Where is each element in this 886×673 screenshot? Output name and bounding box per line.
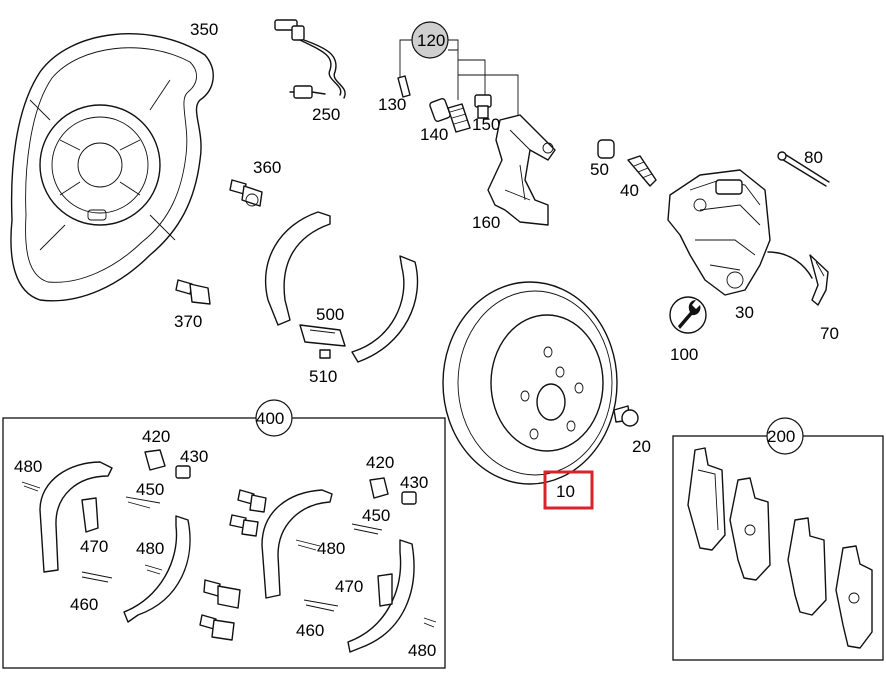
brake-caliper-30[interactable]: 30 xyxy=(667,169,771,322)
label-460-kit-a: 460 xyxy=(70,595,98,614)
label-120: 120 xyxy=(417,31,445,50)
label-30: 30 xyxy=(735,303,754,322)
label-250: 250 xyxy=(312,105,340,124)
label-70: 70 xyxy=(820,324,839,343)
label-350: 350 xyxy=(190,20,218,39)
label-80: 80 xyxy=(804,148,823,167)
label-480-kit-a: 480 xyxy=(14,457,42,476)
guide-boot-140[interactable]: 140 xyxy=(420,98,471,144)
label-20: 20 xyxy=(632,437,651,456)
label-420-kit-a: 420 xyxy=(142,427,170,446)
guide-kit-120[interactable]: 120 xyxy=(399,21,519,115)
label-50: 50 xyxy=(590,160,609,179)
label-160: 160 xyxy=(472,213,500,232)
bolt-360[interactable]: 360 xyxy=(229,158,281,207)
label-470-kit-a: 470 xyxy=(80,537,108,556)
label-130: 130 xyxy=(378,95,406,114)
guide-pin-130[interactable]: 130 xyxy=(378,75,411,114)
kit-right-shoes[interactable] xyxy=(261,477,437,653)
pin-80[interactable]: 80 xyxy=(777,148,830,187)
cap-50[interactable]: 50 xyxy=(590,139,615,179)
label-480-kit-c: 480 xyxy=(317,539,345,558)
brake-disc-10[interactable] xyxy=(442,281,618,485)
label-510: 510 xyxy=(309,367,337,386)
badge-400 xyxy=(255,399,293,437)
label-200: 200 xyxy=(767,427,795,446)
label-370: 370 xyxy=(174,312,202,331)
kit-bolts[interactable] xyxy=(199,489,267,641)
label-500: 500 xyxy=(316,305,344,324)
badge-200 xyxy=(766,417,804,455)
highlight-box-10: 10 xyxy=(543,470,594,510)
bleed-screw-40[interactable]: 40 xyxy=(620,155,657,200)
label-420-kit-b: 420 xyxy=(366,453,394,472)
caliper-carrier-160[interactable]: 160 xyxy=(472,114,556,232)
label-450-kit-b: 450 xyxy=(362,506,390,525)
label-150: 150 xyxy=(472,115,500,134)
brake-pads-200[interactable]: 200 xyxy=(672,417,884,661)
guide-bolt-150[interactable]: 150 xyxy=(472,94,500,134)
parking-brake-kit-400[interactable]: 400 xyxy=(2,399,446,669)
parking-shoes-500[interactable]: 500 510 xyxy=(264,211,419,386)
label-460-kit-b: 460 xyxy=(296,621,324,640)
label-480-kit-d: 480 xyxy=(408,641,436,660)
wear-sensor-250[interactable]: 250 xyxy=(274,19,346,124)
wrench-icon: 100 xyxy=(669,296,707,364)
label-470-kit-b: 470 xyxy=(335,577,363,596)
label-360: 360 xyxy=(253,158,281,177)
label-450-kit-a: 450 xyxy=(136,480,164,499)
label-40: 40 xyxy=(620,181,639,200)
label-480-kit-b: 480 xyxy=(136,539,164,558)
label-100: 100 xyxy=(670,345,698,364)
disc-screw-20[interactable]: 20 xyxy=(613,405,651,456)
label-430-kit-a: 430 xyxy=(180,447,208,466)
label-10: 10 xyxy=(556,482,575,501)
bolt-370[interactable]: 370 xyxy=(174,279,211,331)
spring-clip-70[interactable]: 70 xyxy=(767,251,839,343)
label-430-kit-b: 430 xyxy=(400,473,428,492)
kit-left-shoes[interactable] xyxy=(21,449,191,623)
label-140: 140 xyxy=(420,125,448,144)
label-400: 400 xyxy=(256,409,284,428)
backing-plate-350[interactable]: 350 xyxy=(10,20,218,302)
